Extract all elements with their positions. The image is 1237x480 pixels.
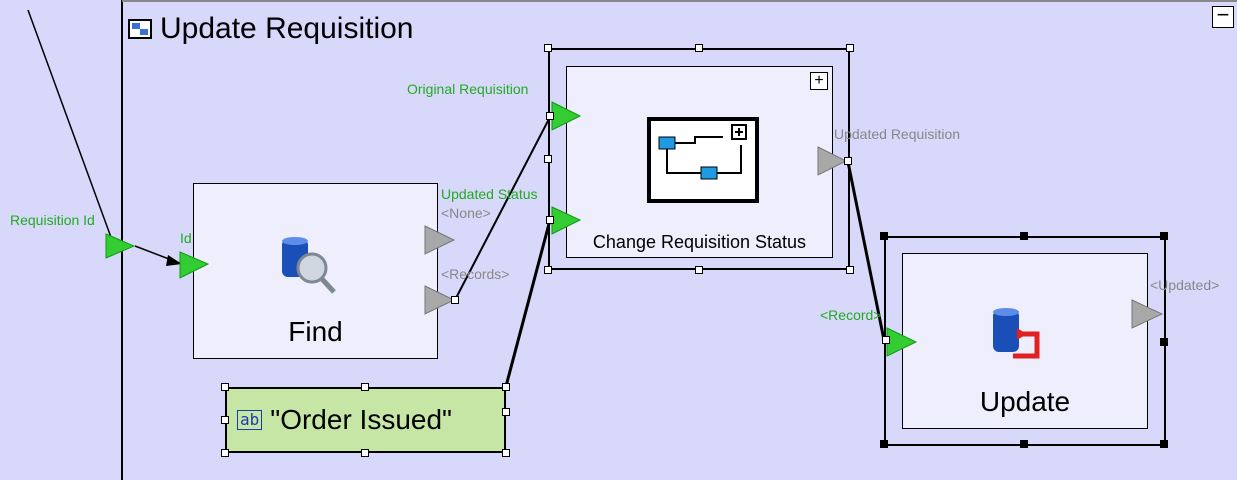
database-search-icon xyxy=(282,237,336,294)
updated-requisition-port xyxy=(817,146,848,176)
port-label-records: <Records> xyxy=(441,266,510,282)
container-left-border xyxy=(121,0,123,480)
resize-handle[interactable] xyxy=(880,440,888,448)
resize-handle[interactable] xyxy=(221,416,229,424)
port-label-original-requisition: Original Requisition xyxy=(407,81,529,97)
resize-handle[interactable] xyxy=(1020,440,1028,448)
resize-handle[interactable] xyxy=(502,383,510,391)
resize-handle[interactable] xyxy=(1160,232,1168,240)
record-port xyxy=(886,327,918,357)
database-update-icon xyxy=(993,308,1040,359)
port-label-updated-status: Updated Status xyxy=(441,186,538,202)
records-output-port xyxy=(424,285,456,315)
collapse-button[interactable]: − xyxy=(1212,6,1234,28)
incoming-connector xyxy=(27,9,113,241)
port-label-none: <None> xyxy=(441,205,491,221)
resize-handle[interactable] xyxy=(695,44,703,52)
find-node[interactable]: Find xyxy=(193,183,438,359)
resize-handle[interactable] xyxy=(695,266,703,274)
none-output-port xyxy=(424,225,456,255)
resize-handle[interactable] xyxy=(544,44,552,52)
expand-button[interactable]: + xyxy=(810,72,828,90)
resize-handle[interactable] xyxy=(361,383,369,391)
resize-handle[interactable] xyxy=(544,266,552,274)
connection-handle[interactable] xyxy=(546,112,554,120)
port-label-requisition-id: Requisition Id xyxy=(10,212,95,228)
id-port xyxy=(179,251,210,279)
original-requisition-port xyxy=(551,101,582,131)
resize-handle[interactable] xyxy=(1160,338,1168,346)
updated-output-port xyxy=(1131,299,1164,329)
subprocess-icon xyxy=(647,117,759,203)
port-label-updated: <Updated> xyxy=(1150,277,1220,293)
container-title-text: Update Requisition xyxy=(160,12,414,45)
resize-handle[interactable] xyxy=(1160,440,1168,448)
literal-string-icon: ab xyxy=(237,410,263,430)
container-top-border xyxy=(122,0,1237,2)
connector-records-to-original xyxy=(454,116,551,301)
resize-handle[interactable] xyxy=(880,232,888,240)
updated-status-port xyxy=(551,206,582,235)
container-title[interactable]: Update Requisition xyxy=(128,12,414,46)
port-label-updated-requisition: Updated Requisition xyxy=(834,126,961,142)
outer-canvas xyxy=(0,0,122,480)
connection-handle[interactable] xyxy=(882,336,890,344)
resize-handle[interactable] xyxy=(502,408,510,416)
resize-handle[interactable] xyxy=(544,155,552,163)
connection-handle[interactable] xyxy=(844,157,852,165)
connection-handle[interactable] xyxy=(451,296,459,304)
port-label-record: <Record> xyxy=(820,307,882,323)
connector-arrowhead xyxy=(166,255,182,266)
resize-handle[interactable] xyxy=(221,383,229,391)
resize-handle[interactable] xyxy=(846,266,854,274)
resize-handle[interactable] xyxy=(846,44,854,52)
resize-handle[interactable] xyxy=(221,449,229,457)
connector-updated-to-record xyxy=(846,161,886,341)
requisition-id-port xyxy=(105,233,136,259)
update-node-label: Update xyxy=(979,386,1071,417)
resize-handle[interactable] xyxy=(1020,232,1028,240)
update-node[interactable]: Update xyxy=(902,253,1148,429)
resize-handle[interactable] xyxy=(502,449,510,457)
find-node-label: Find xyxy=(288,316,343,347)
change-status-node[interactable]: + Change Requisition Status xyxy=(566,66,833,258)
container-icon xyxy=(128,19,152,39)
connection-handle[interactable] xyxy=(546,216,554,224)
change-status-node-label: Change Requisition Status xyxy=(592,232,807,252)
port-label-id: Id xyxy=(180,230,192,246)
resize-handle[interactable] xyxy=(361,449,369,457)
connector-literal-to-status xyxy=(503,219,552,391)
literal-value: "Order Issued" xyxy=(270,404,452,435)
